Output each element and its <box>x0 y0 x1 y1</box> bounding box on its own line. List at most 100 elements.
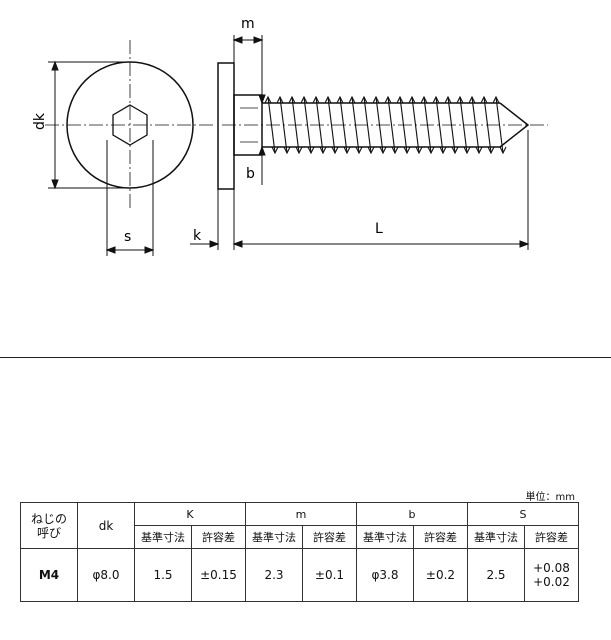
thread-line <box>471 96 480 154</box>
thread-crest-top <box>456 95 464 104</box>
b-label: b <box>246 166 255 182</box>
thread-line <box>279 96 288 154</box>
thread-crest-bottom <box>403 146 411 155</box>
thread-crest-top <box>300 95 308 104</box>
thread-crest-bottom <box>427 146 435 155</box>
thread-line <box>495 96 504 154</box>
row-b-base: φ3.8 <box>356 548 414 602</box>
l-label: L <box>375 221 383 237</box>
thread-crest-bottom <box>391 146 399 155</box>
thread-line <box>447 96 456 154</box>
row-k-tol: ±0.15 <box>191 548 246 602</box>
thread-crest-bottom <box>439 146 447 155</box>
k-label: k <box>193 228 202 244</box>
thread-line <box>435 96 444 154</box>
thread-crest-bottom <box>307 146 315 155</box>
thread-crest-bottom <box>331 146 339 155</box>
m-label: m <box>241 16 255 32</box>
thread-line <box>315 96 324 154</box>
thread-crest-bottom <box>343 146 351 155</box>
spec-table: ねじの呼び dk K m b S 基準寸法 許容差 基準寸法 許容差 基準寸法 … <box>20 502 579 602</box>
header-k: K <box>134 502 246 526</box>
thread-crest-bottom <box>367 146 375 155</box>
thread-line <box>375 96 384 154</box>
thread-line <box>423 96 432 154</box>
thread-crest-top <box>336 95 344 104</box>
thread-line <box>351 96 360 154</box>
thread-crest-top <box>288 95 296 104</box>
thread-line <box>363 96 372 154</box>
unit-note: 単位：mm <box>525 492 575 503</box>
header-dk: dk <box>77 502 135 549</box>
s-dimension <box>105 140 155 256</box>
sub-header: 許容差 <box>302 525 357 549</box>
thread-line <box>339 96 348 154</box>
row-m-tol: ±0.1 <box>302 548 357 602</box>
thread-line <box>399 96 408 154</box>
thread-crest-bottom <box>415 146 423 155</box>
thread-lines <box>264 95 507 155</box>
thread-crest-bottom <box>487 146 495 155</box>
s-label: s <box>124 229 131 245</box>
thread-crest-top <box>408 95 416 104</box>
screw-drawing: dk s m b k L <box>32 16 548 256</box>
thread-line <box>483 96 492 154</box>
row-b-tol: ±0.2 <box>413 548 468 602</box>
l-dimension <box>234 130 530 250</box>
thread-crest-top <box>444 95 452 104</box>
thread-crest-top <box>276 95 284 104</box>
section-divider <box>0 357 611 358</box>
m-dimension <box>232 35 264 95</box>
thread-crest-top <box>384 95 392 104</box>
row-dk: φ8.0 <box>77 548 135 602</box>
sub-header: 基準寸法 <box>134 525 192 549</box>
sub-header: 基準寸法 <box>356 525 414 549</box>
row-k-base: 1.5 <box>134 548 192 602</box>
thread-line <box>387 96 396 154</box>
thread-line <box>291 96 300 154</box>
sub-header: 基準寸法 <box>245 525 303 549</box>
thread-crest-top <box>324 95 332 104</box>
sub-header: 基準寸法 <box>467 525 525 549</box>
thread-crest-bottom <box>463 146 471 155</box>
row-s-tol: +0.08+0.02 <box>524 548 579 602</box>
thread-crest-top <box>348 95 356 104</box>
header-s: S <box>467 502 579 526</box>
thread-crest-bottom <box>379 146 387 155</box>
sub-header: 許容差 <box>413 525 468 549</box>
header-m: m <box>245 502 357 526</box>
thread-crest-bottom <box>319 146 327 155</box>
screw-side-view <box>217 62 548 190</box>
header-name: ねじの呼び <box>20 502 78 549</box>
thread-crest-bottom <box>283 146 291 155</box>
thread-line <box>459 96 468 154</box>
thread-crest-top <box>396 95 404 104</box>
thread-crest-top <box>312 95 320 104</box>
header-b: b <box>356 502 468 526</box>
thread-line <box>411 96 420 154</box>
thread-crest-top <box>420 95 428 104</box>
thread-crest-top <box>432 95 440 104</box>
k-dimension <box>190 189 243 250</box>
row-m-base: 2.3 <box>245 548 303 602</box>
head-top-view <box>45 40 215 210</box>
thread-crest-top <box>468 95 476 104</box>
thread-crest-bottom <box>355 146 363 155</box>
sub-header: 許容差 <box>191 525 246 549</box>
thread-line <box>327 96 336 154</box>
thread-crest-bottom <box>295 146 303 155</box>
thread-crest-bottom <box>451 146 459 155</box>
thread-crest-bottom <box>271 146 279 155</box>
thread-crest-bottom <box>475 146 483 155</box>
row-name: M4 <box>20 548 78 602</box>
thread-crest-top <box>264 95 272 104</box>
dk-dimension <box>48 60 130 190</box>
row-s-base: 2.5 <box>467 548 525 602</box>
thread-crest-bottom <box>499 146 507 155</box>
thread-line <box>267 96 276 154</box>
sub-header: 許容差 <box>524 525 579 549</box>
thread-crest-top <box>492 95 500 104</box>
thread-crest-top <box>360 95 368 104</box>
b-dimension <box>258 70 266 185</box>
thread-crest-top <box>372 95 380 104</box>
